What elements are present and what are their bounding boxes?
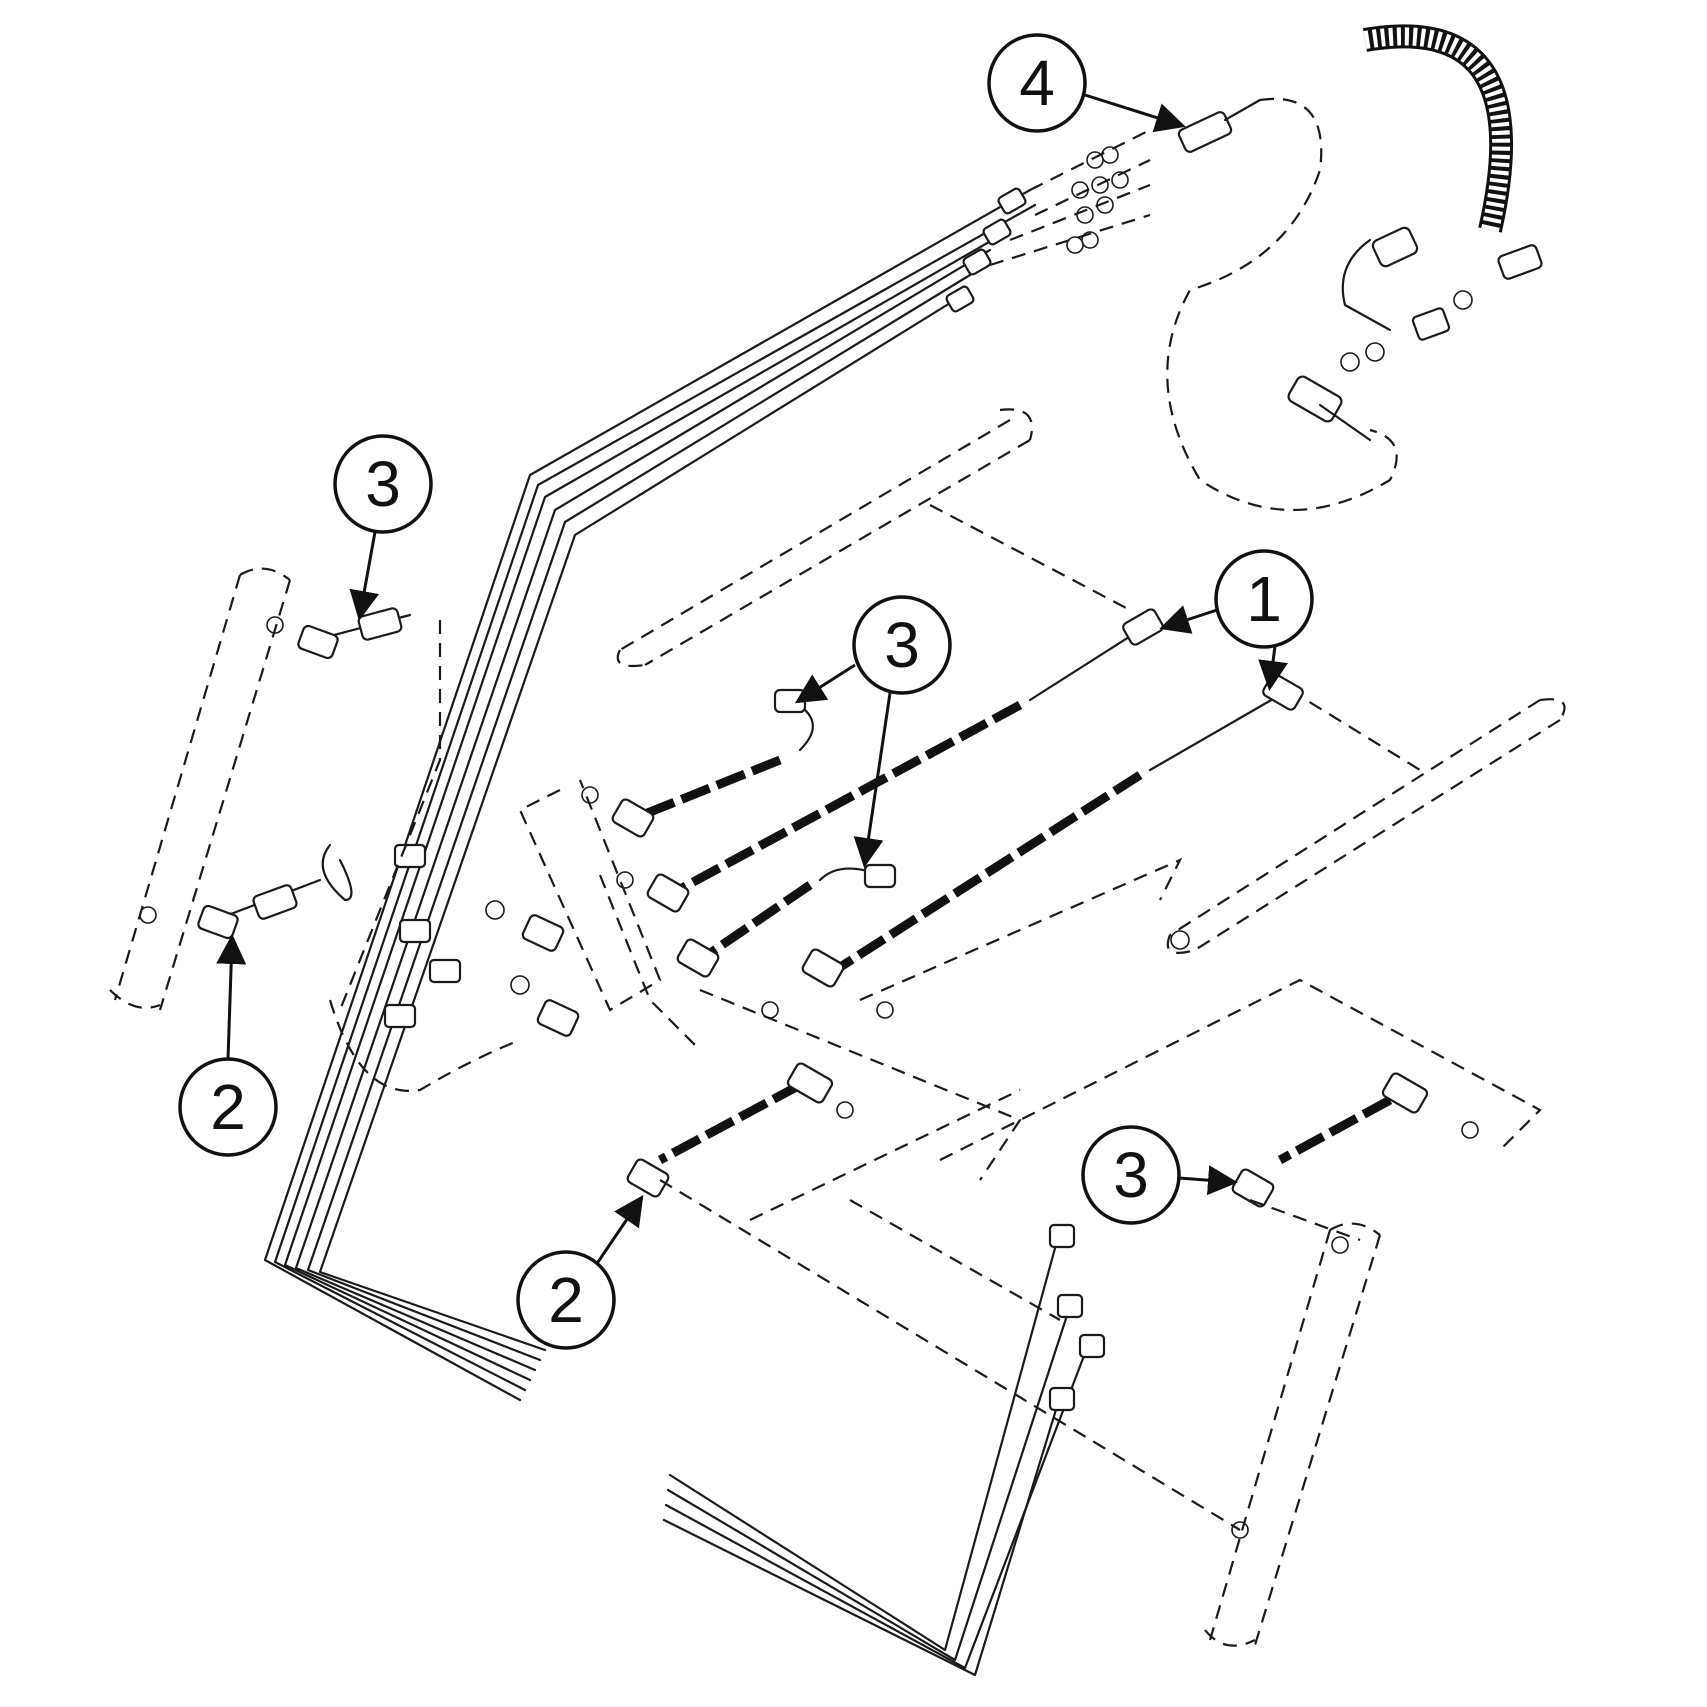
callout-3-right-label: 3 [1113,1139,1149,1211]
fitting-item-4 [1166,97,1398,511]
right-cylinder-dashed [1204,1222,1382,1647]
hose-item-3-mid [676,863,897,978]
center-cylinder-lower [1166,689,1566,954]
callout-2-left-label: 2 [210,1071,246,1143]
fitting-group-top-right [1287,226,1543,442]
hose-item-2-lower [626,1062,834,1198]
callout-1: 1 [1159,549,1314,691]
callout-3-right: 3 [1081,1125,1238,1225]
center-cylinder-upper [616,408,1131,668]
callout-4: 4 [987,33,1186,133]
hose-item-2-left [197,843,353,940]
rod-end-clevis [1170,930,1190,950]
hose-item-3-center [611,688,814,838]
braided-hose [1362,24,1514,233]
o-rings-top [989,129,1151,267]
hose-item-1-lower [801,673,1304,988]
hose-item-3-left [297,607,412,660]
callout-3-left-label: 3 [365,448,401,520]
manifold-fittings [328,779,662,1092]
hose-item-3-right [1231,1072,1429,1208]
callout-2-bottom: 2 [516,1195,644,1350]
hose-item-1-upper [646,608,1164,913]
callout-1-label: 1 [1246,563,1282,635]
callout-4-label: 4 [1019,47,1055,119]
callout-2-left: 2 [178,934,278,1157]
tube-end-fittings-top [945,187,1027,313]
callout-3-left: 3 [333,434,433,621]
callout-2-bottom-label: 2 [548,1264,584,1336]
left-cylinder-dashed [109,567,292,1011]
callout-3-center: 3 [794,595,952,868]
tube-bundle-bottom [662,1223,1106,1677]
dashed-routing-lines [338,620,1542,1531]
callout-3-center-label: 3 [884,609,920,681]
tube-bundle-left [263,188,1037,1402]
